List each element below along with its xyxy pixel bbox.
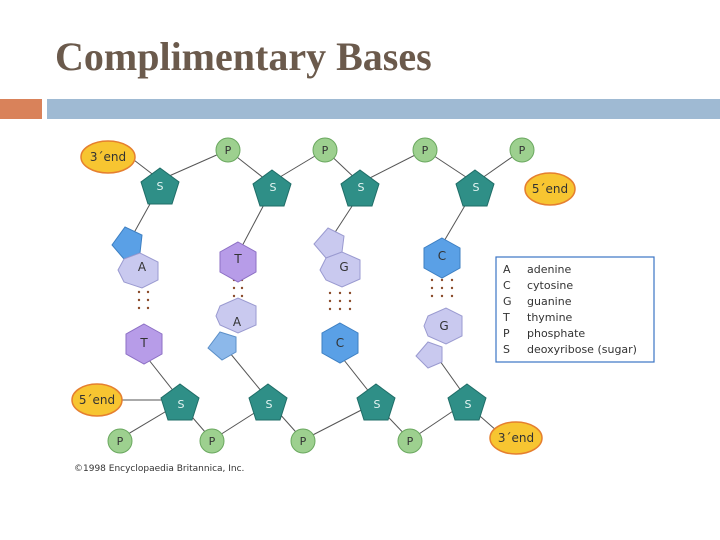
legend-name: deoxyribose (sugar) <box>527 343 637 356</box>
top-3-end-marker: 3´end <box>80 140 136 174</box>
bottom-base-C: C <box>321 322 359 364</box>
svg-text:G: G <box>439 319 448 333</box>
legend-name: thymine <box>527 311 573 324</box>
legend-abbr: G <box>503 295 512 308</box>
top-5-end-marker: 5´end <box>524 172 576 206</box>
svg-text:S: S <box>473 181 480 194</box>
top-sugar-2: S <box>252 169 292 207</box>
top-phosphate-1: P <box>215 137 241 163</box>
svg-text:P: P <box>322 144 329 157</box>
top-sugar-1: S <box>140 167 180 205</box>
top-phosphate-4: P <box>509 137 535 163</box>
svg-text:P: P <box>407 435 414 448</box>
bottom-phosphate-4: P <box>397 428 423 454</box>
svg-text:S: S <box>270 181 277 194</box>
top-end-left-label: 3´end <box>90 150 126 164</box>
svg-text:P: P <box>209 435 216 448</box>
bottom-base-G: G <box>415 307 463 369</box>
top-base-A: A <box>111 226 159 289</box>
bottom-end-left-label: 5´end <box>79 393 115 407</box>
bottom-phosphate-1: P <box>107 428 133 454</box>
bottom-base-T: T <box>125 323 163 365</box>
top-sugar-4: S <box>455 169 495 207</box>
svg-text:A: A <box>138 260 147 274</box>
svg-text:S: S <box>157 180 164 193</box>
svg-text:G: G <box>339 260 348 274</box>
top-base-T: T <box>219 241 257 283</box>
svg-text:A: A <box>233 315 242 329</box>
svg-text:S: S <box>358 181 365 194</box>
svg-text:C: C <box>336 336 344 350</box>
bottom-sugar-3: S <box>356 383 396 421</box>
legend-name: phosphate <box>527 327 585 340</box>
bottom-5-end-marker: 5´end <box>71 383 123 417</box>
svg-text:P: P <box>225 144 232 157</box>
accent-bar-blue <box>47 99 720 119</box>
bond-G-C <box>328 291 352 311</box>
svg-text:S: S <box>465 398 472 411</box>
hydrogen-bonds <box>137 278 454 311</box>
bottom-phosphate-2: P <box>199 428 225 454</box>
top-phosphate-3: P <box>412 137 438 163</box>
bottom-sugar-2: S <box>248 383 288 421</box>
top-sugar-3: S <box>340 169 380 207</box>
legend-name: cytosine <box>527 279 573 292</box>
top-phosphate-2: P <box>312 137 338 163</box>
svg-text:P: P <box>117 435 124 448</box>
legend-name: guanine <box>527 295 572 308</box>
svg-text:S: S <box>178 398 185 411</box>
svg-text:T: T <box>233 252 242 266</box>
svg-text:T: T <box>139 336 148 350</box>
top-base-C: C <box>423 237 461 279</box>
copyright-text: ©1998 Encyclopaedia Britannica, Inc. <box>74 464 244 474</box>
legend-abbr: P <box>503 327 510 340</box>
top-base-G: G <box>313 227 361 288</box>
legend-abbr: C <box>503 279 511 292</box>
slide-title: Complimentary Bases <box>55 34 432 79</box>
svg-text:C: C <box>438 249 446 263</box>
legend-box: A adenine C cytosine G guanine T thymine… <box>495 256 655 363</box>
bottom-base-A: A <box>207 297 257 361</box>
bond-C-G <box>430 278 454 298</box>
legend-abbr: A <box>503 263 511 276</box>
legend-abbr: S <box>503 343 510 356</box>
bond-A-T <box>137 290 150 310</box>
legend-abbr: T <box>502 311 510 324</box>
svg-text:S: S <box>266 398 273 411</box>
accent-bar-orange <box>0 99 42 119</box>
svg-text:P: P <box>519 144 526 157</box>
bottom-end-right-label: 3´end <box>498 431 534 445</box>
bottom-3-end-marker: 3´end <box>489 421 543 455</box>
bottom-sugar-1: S <box>160 383 200 421</box>
svg-text:P: P <box>300 435 307 448</box>
svg-text:P: P <box>422 144 429 157</box>
top-end-right-label: 5´end <box>532 182 568 196</box>
legend-name: adenine <box>527 263 571 276</box>
bottom-phosphate-3: P <box>290 428 316 454</box>
bottom-sugar-4: S <box>447 383 487 421</box>
svg-text:S: S <box>374 398 381 411</box>
